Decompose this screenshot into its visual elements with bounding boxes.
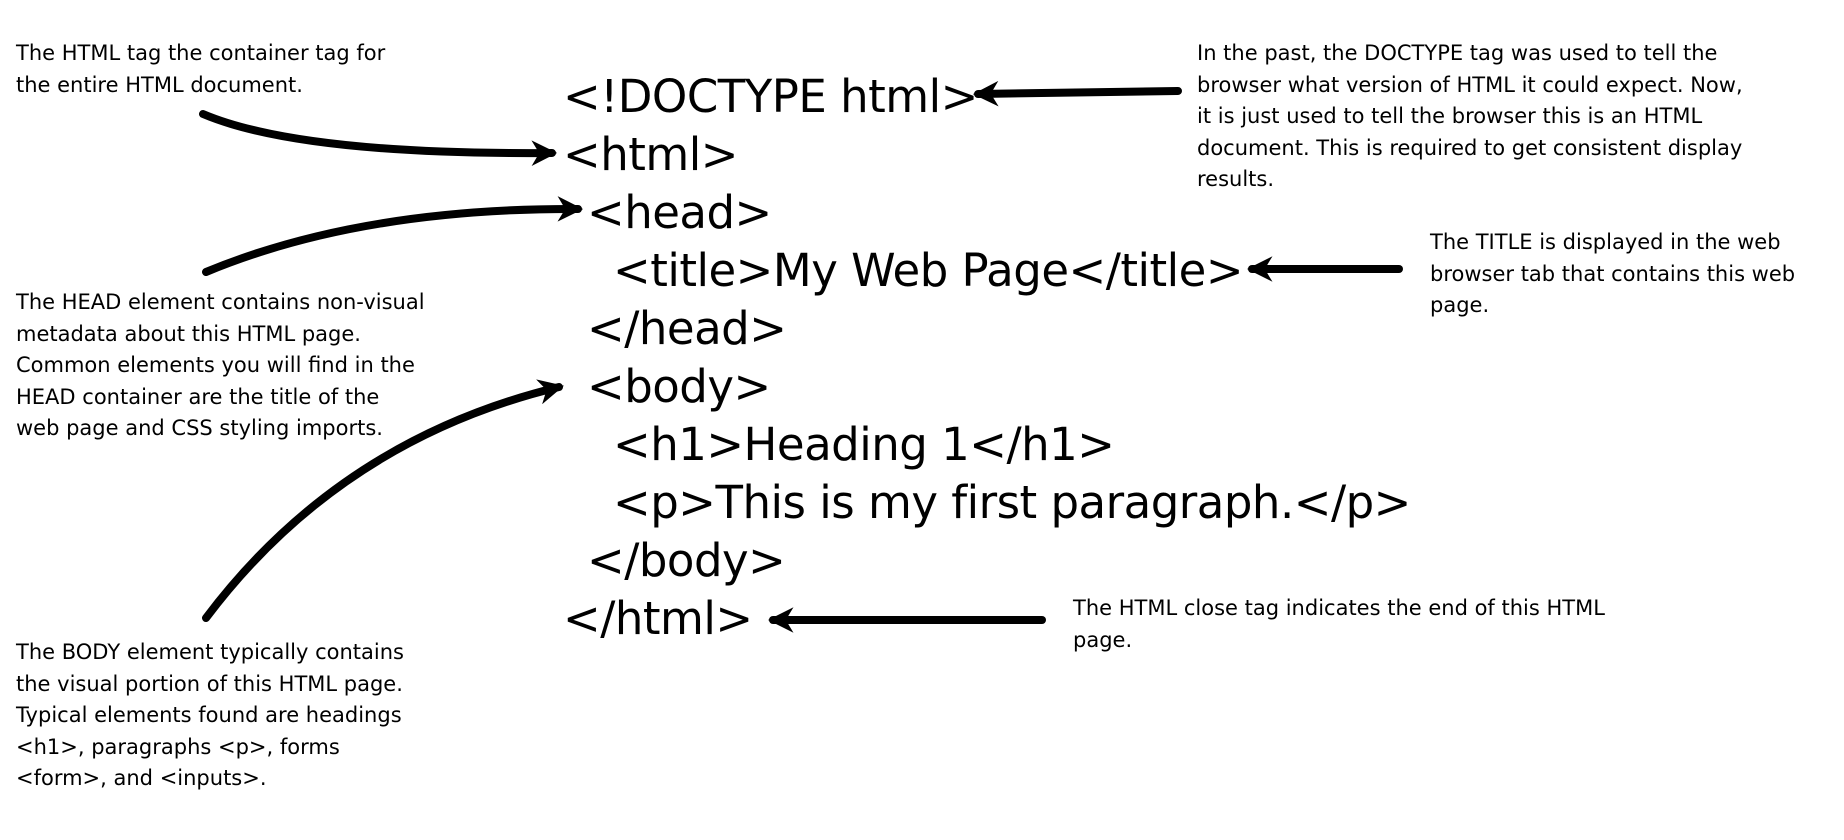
code-head-open: <head> [587,186,772,239]
arrow-to-head [202,196,584,276]
annotation-doctype: In the past, the DOCTYPE tag was used to… [1197,41,1743,191]
code-html-close: </html> [563,592,753,645]
arrow-to-html [199,110,558,166]
code-body-close: </body> [587,534,786,587]
annotation-title: The TITLE is displayed in the web browse… [1430,230,1796,317]
code-title: <title>My Web Page</title> [613,244,1244,297]
annotation-html-tag: The HTML tag the container tag for the e… [16,41,386,97]
annotation-body: The BODY element typically contains the … [16,640,404,790]
annotation-head: The HEAD element contains non-visual met… [16,290,425,440]
code-body-open: <body> [587,360,771,413]
code-doctype: <!DOCTYPE html> [563,70,978,123]
annotation-html-close: The HTML close tag indicates the end of … [1073,596,1605,652]
code-head-close: </head> [587,302,787,355]
code-paragraph: <p>This is my first paragraph.</p> [613,476,1411,529]
code-h1: <h1>Heading 1</h1> [613,418,1115,471]
arrow-to-doctype [972,80,1182,107]
code-html-open: <html> [563,128,738,181]
